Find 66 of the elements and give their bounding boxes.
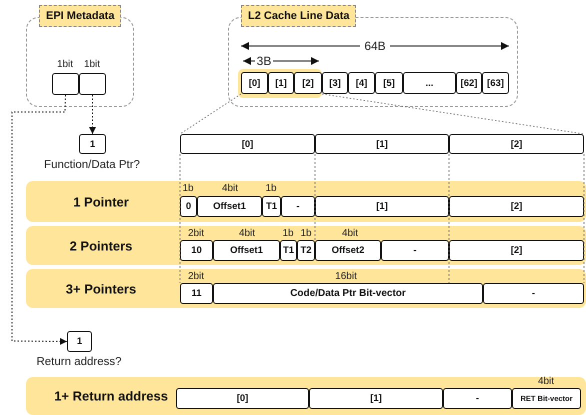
field-cell: -	[443, 388, 512, 409]
field-cell: [3]	[322, 72, 348, 94]
row-band	[26, 181, 586, 222]
field-cell: -	[483, 283, 584, 304]
question-label: Function/Data Ptr?	[44, 159, 140, 171]
field-cell: [1]	[315, 134, 449, 154]
arrow	[12, 94, 68, 345]
bit-width-label: 1bit	[56, 59, 74, 70]
field-cell: 0	[180, 196, 197, 217]
zoom-guide-line	[180, 94, 242, 134]
field-cell: [1]	[315, 196, 449, 217]
row-label: 2 Pointers	[68, 238, 134, 253]
bit-width-label: 4bit	[222, 183, 238, 194]
field-cell: [0]	[241, 72, 268, 94]
field-cell: 11	[180, 283, 213, 304]
bit-width-label: 1b	[300, 228, 312, 239]
field-cell: 1	[67, 331, 92, 352]
field-cell: [1]	[309, 388, 443, 409]
panel-heading: L2 Cache Line Data	[241, 5, 356, 27]
field-cell: [63]	[482, 72, 509, 94]
field-cell: [1]	[268, 72, 294, 94]
bit-width-label: 1bit	[84, 59, 100, 70]
field-cell: [0]	[180, 134, 315, 154]
field-cell: 1	[79, 134, 106, 154]
question-label: Return address?	[36, 356, 122, 368]
row-band	[26, 269, 586, 308]
field-cell: -	[281, 196, 315, 217]
field-cell: T2	[297, 240, 315, 261]
row-band	[26, 377, 586, 415]
field-cell: -	[381, 240, 449, 261]
field-cell: [0]	[176, 388, 309, 409]
bit-field-box	[79, 73, 106, 95]
row-label: 3+ Pointers	[64, 281, 138, 296]
field-cell: [2]	[294, 72, 322, 94]
row-label: 1 Pointer	[72, 194, 130, 209]
bit-width-label: 4bit	[538, 376, 554, 387]
panel-heading: EPI Metadata	[39, 5, 122, 27]
field-cell: Offset2	[315, 240, 381, 261]
field-cell: [5]	[375, 72, 403, 94]
field-cell: Code/Data Ptr Bit-vector	[213, 283, 483, 304]
field-cell: [2]	[449, 240, 584, 261]
bit-width-label: 2bit	[188, 271, 204, 282]
bit-width-label: 1b	[265, 183, 277, 194]
bit-width-label: 2bit	[188, 228, 204, 239]
arrow	[89, 94, 96, 134]
zoom-guide-line	[322, 94, 584, 134]
field-cell: [2]	[449, 196, 584, 217]
bit-width-label: 4bit	[342, 228, 358, 239]
row-band	[26, 226, 586, 265]
field-cell: 10	[180, 240, 213, 261]
field-cell: Offset1	[213, 240, 280, 261]
row-label: 1+ Return address	[54, 388, 168, 404]
field-cell: [2]	[449, 134, 584, 154]
bit-field-box	[52, 73, 79, 95]
dimension-label: 64B	[363, 39, 387, 53]
field-cell: T1	[262, 196, 281, 217]
field-cell: ...	[403, 72, 456, 94]
bit-width-label: 1b	[182, 183, 194, 194]
field-cell: T1	[280, 240, 297, 261]
bit-width-label: 16bit	[335, 271, 357, 282]
bit-width-label: 4bit	[238, 228, 256, 239]
field-cell: [62]	[456, 72, 482, 94]
dimension-label: 3B	[256, 54, 272, 68]
field-cell: Offset1	[197, 196, 262, 217]
field-cell: [4]	[348, 72, 375, 94]
bit-width-label: 1b	[282, 228, 294, 239]
